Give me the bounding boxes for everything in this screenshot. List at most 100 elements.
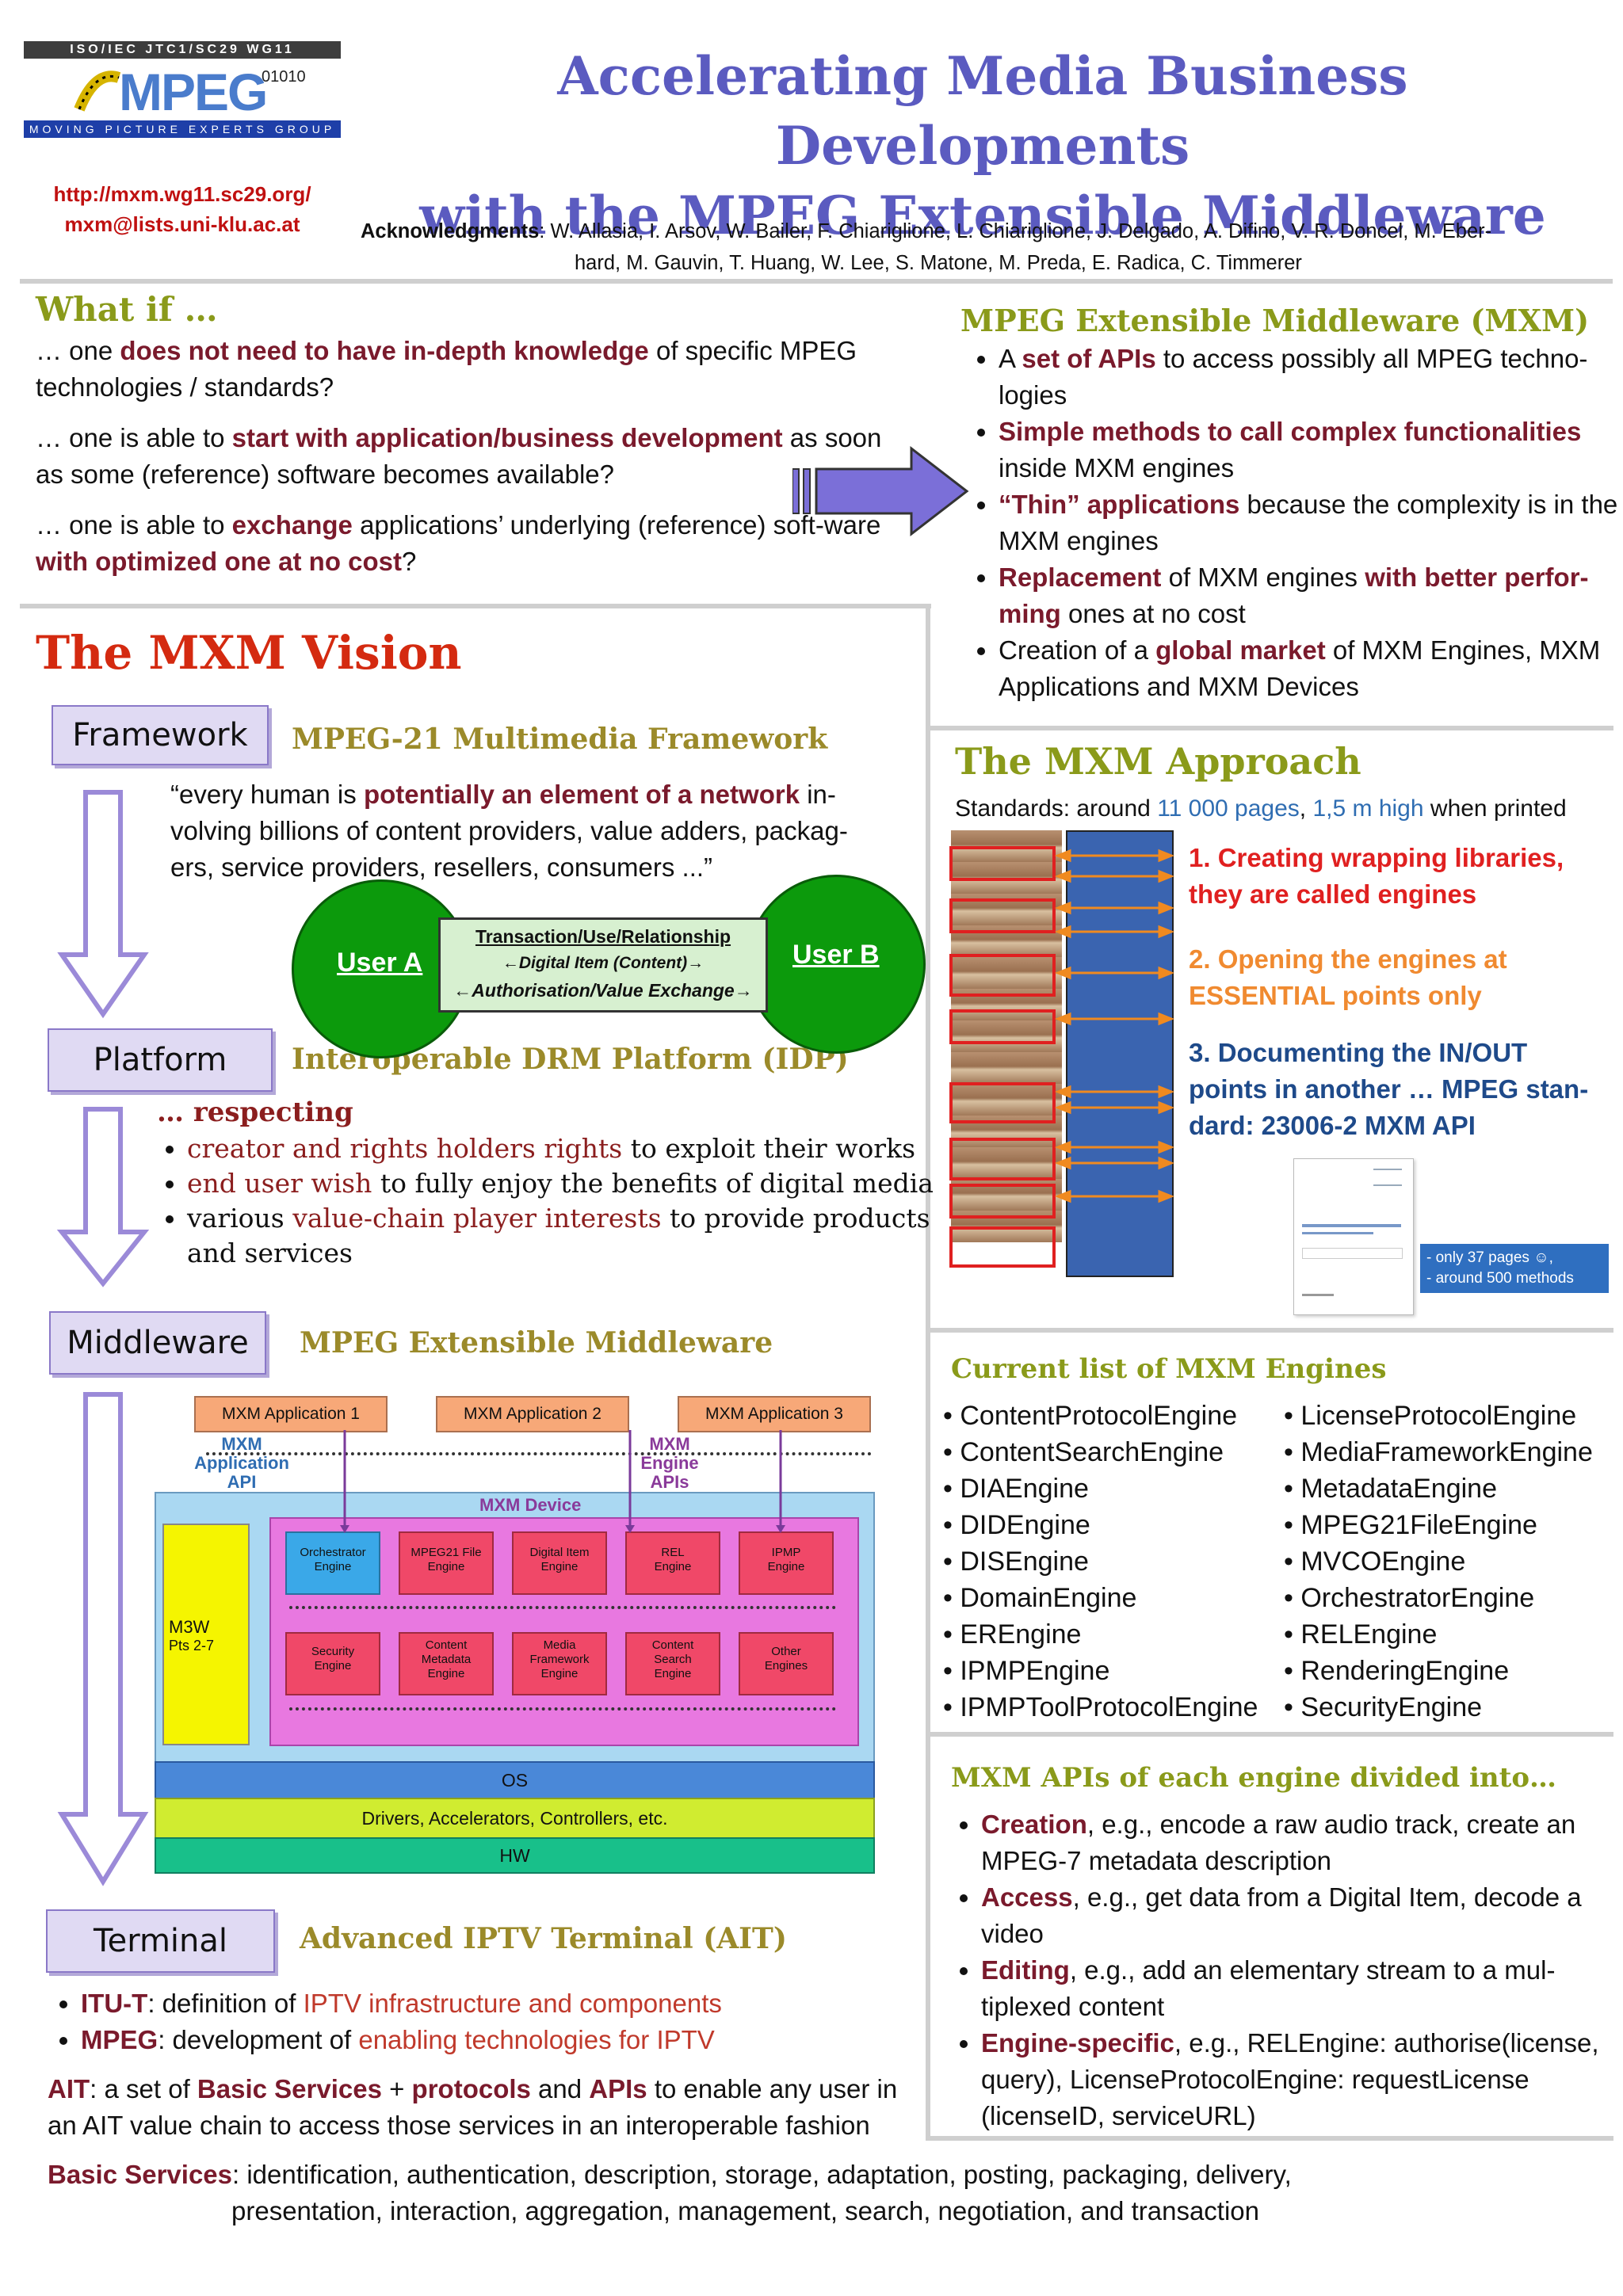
ack-names-2: hard, M. Gauvin, T. Huang, W. Lee, S. Ma… <box>575 252 1302 274</box>
framework-stage: Framework <box>52 705 269 765</box>
title-line-2: with the MPEG Extensible Middleware <box>419 185 1546 246</box>
platform-bullet-1: creator and rights holders rights to exp… <box>187 1131 948 1166</box>
engine-list-item: • SecurityEngine <box>1284 1692 1483 1722</box>
engine-name: IPMPToolProtocolEngine <box>960 1692 1258 1722</box>
mxm-architecture-diagram: MXM Application 1 MXM Application 2 MXM … <box>155 1390 884 1882</box>
drivers-layer: Drivers, Accelerators, Controllers, etc. <box>155 1798 875 1839</box>
logo-bits: 01010 <box>262 68 306 86</box>
mxm-bullet-4: Replacement of MXM engines with better p… <box>999 559 1623 632</box>
platform-stage: Platform <box>48 1028 273 1092</box>
engine-name: RenderingEngine <box>1300 1656 1510 1686</box>
down-arrow-icon <box>56 1107 150 1287</box>
basic-services: Basic Services: identification, authenti… <box>48 2160 1292 2225</box>
engine-list-item: • MPEG21FileEngine <box>1284 1510 1537 1540</box>
approach-note: - only 37 pages ☺,- around 500 methods <box>1420 1244 1609 1293</box>
engine-list-item: • MVCOEngine <box>1284 1547 1466 1577</box>
acknowledgments: Acknowledgments: W. Allasia, I. Arsov, W… <box>361 215 1613 279</box>
engine-name: SecurityEngine <box>1300 1692 1483 1722</box>
engine-name: EREngine <box>960 1619 1082 1650</box>
engine-column <box>1066 830 1174 1277</box>
api-connectors <box>340 1430 785 1533</box>
engine-name: RELEngine <box>1300 1619 1438 1650</box>
engine-name: ContentProtocolEngine <box>960 1401 1238 1431</box>
whatif-divider <box>20 604 931 608</box>
ack-names-1: : W. Allasia, I. Arsov, W. Bailer, F. Ch… <box>539 220 1492 242</box>
ack-label: Acknowledgments <box>361 220 540 242</box>
api-dotted-line <box>206 1452 872 1455</box>
engine-list-item: • RenderingEngine <box>1284 1656 1510 1686</box>
engine-list-item: • DIAEngine <box>943 1474 1089 1504</box>
whatif-questions: … one does not need to have in-depth kno… <box>36 333 899 580</box>
approach-heading: The MXM Approach <box>955 740 1361 783</box>
engine-name: MVCOEngine <box>1300 1547 1466 1577</box>
framework-quote: “every human is potentially an element o… <box>170 780 848 882</box>
engine-list-item: • DomainEngine <box>943 1583 1137 1613</box>
engines-column-left: • ContentProtocolEngine• ContentSearchEn… <box>943 1398 1284 1726</box>
engines-heading: Current list of MXM Engines <box>951 1353 1387 1385</box>
transaction-label: Transaction/Use/Relationship <box>475 926 731 947</box>
apis-heading: MXM APIs of each engine divided into… <box>951 1762 1557 1794</box>
standards-line: Standards: around 11 000 pages, 1,5 m hi… <box>955 795 1567 822</box>
api-access: Access, e.g., get data from a Digital It… <box>981 1879 1623 1952</box>
mxm-bullet-3: “Thin” applications because the complexi… <box>999 486 1623 559</box>
mxm-heading: MPEG Extensible Middleware (MXM) <box>960 303 1590 338</box>
mxm-bullet-1: A set of APIs to access possibly all MPE… <box>999 341 1623 414</box>
engine-dots-row-1 <box>289 1606 836 1609</box>
terminal-stage: Terminal <box>46 1909 275 1973</box>
whatif-q2: … one is able to start with application/… <box>36 423 882 489</box>
engine-name: ContentSearchEngine <box>960 1437 1224 1467</box>
engine-list-item: • EREngine <box>943 1619 1082 1650</box>
engine-list-item: • IPMPToolProtocolEngine <box>943 1692 1258 1722</box>
whatif-q3: … one is able to exchange applications’ … <box>36 510 881 576</box>
logo-main: MPEG 01010 <box>24 59 341 121</box>
title-line-1: Accelerating Media Business Developments <box>557 45 1408 177</box>
platform-bullet-3: various value-chain player interests to … <box>187 1201 948 1271</box>
platform-bullets: creator and rights holders rights to exp… <box>157 1131 948 1271</box>
mxm-application-2: MXM Application 2 <box>436 1396 629 1432</box>
api-creation: Creation, e.g., encode a raw audio track… <box>981 1806 1623 1879</box>
engine-name: DomainEngine <box>960 1583 1137 1613</box>
engine-list-item: • ContentSearchEngine <box>943 1437 1224 1467</box>
vertical-divider <box>926 604 930 2141</box>
engine-list-item: • DIDEngine <box>943 1510 1090 1540</box>
engine-list-item: • LicenseProtocolEngine <box>1284 1401 1577 1431</box>
engine-name: MetadataEngine <box>1300 1474 1497 1504</box>
logo-wordmark: MPEG <box>119 63 268 121</box>
mpeg-logo: ISO/IEC JTC1/SC29 WG11 MPEG 01010 MOVING… <box>24 41 341 138</box>
mxm-bullet-5: Creation of a global market of MXM Engin… <box>999 632 1623 705</box>
framework-title: MPEG-21 Multimedia Framework <box>292 723 828 756</box>
project-url[interactable]: http://mxm.wg11.sc29.org/ <box>53 182 311 206</box>
engine-name: IPMPEngine <box>960 1656 1110 1686</box>
down-arrow-icon <box>57 790 149 1019</box>
engines-column-right: • LicenseProtocolEngine• MediaFrameworkE… <box>1284 1398 1623 1726</box>
mxm-bullet-2: Simple methods to call complex functiona… <box>999 414 1623 486</box>
logo-top-bar: ISO/IEC JTC1/SC29 WG11 <box>24 41 341 59</box>
ait-description: AIT: a set of Basic Services + protocols… <box>48 2074 898 2140</box>
api-editing: Editing, e.g., add an elementary stream … <box>981 1952 1623 2025</box>
engine-name: MediaFrameworkEngine <box>1300 1437 1593 1467</box>
mxm-device-label: MXM Device <box>479 1495 582 1515</box>
engine-name: DIAEngine <box>960 1474 1089 1504</box>
middleware-stage: Middleware <box>49 1311 266 1375</box>
logo-bottom-bar: MOVING PICTURE EXPERTS GROUP <box>24 120 341 138</box>
contact-email[interactable]: mxm@lists.uni-klu.ac.at <box>64 212 300 236</box>
api-engine-specific: Engine-specific, e.g., RELEngine: author… <box>981 2025 1623 2134</box>
user-b-label: User B <box>792 940 880 970</box>
middleware-title: MPEG Extensible Middleware <box>300 1326 773 1360</box>
apis-divider <box>926 1732 1613 1737</box>
engine-name: DISEngine <box>960 1547 1089 1577</box>
